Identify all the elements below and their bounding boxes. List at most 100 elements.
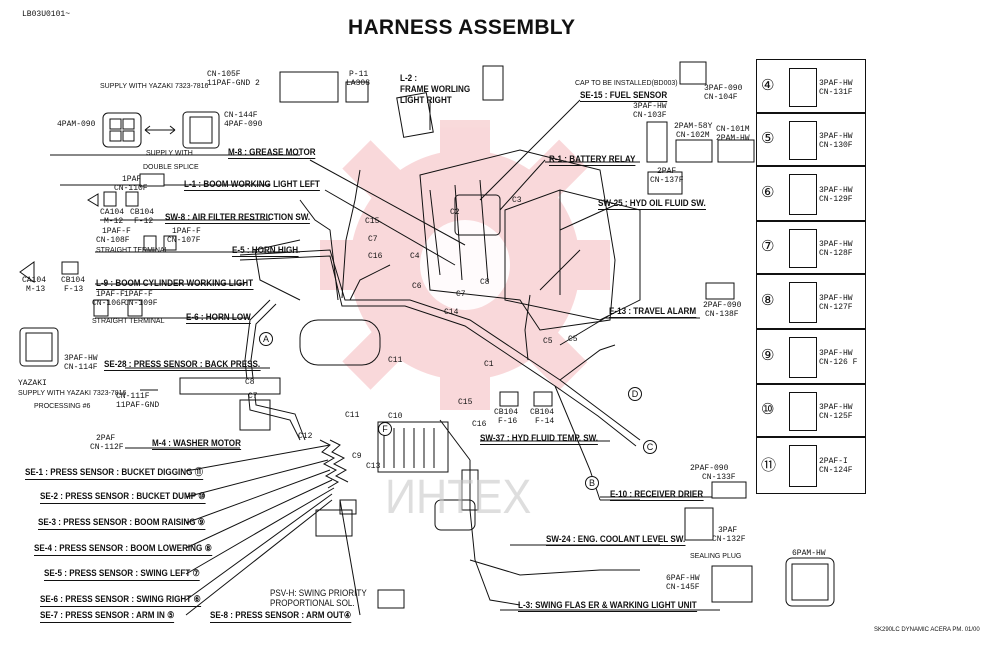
row-number: ⑪ — [761, 456, 777, 474]
m4-label: M-4 : WASHER MOTOR — [152, 438, 241, 450]
part-callout: C11 — [345, 411, 360, 420]
row-number: ⑧ — [761, 290, 775, 309]
straight-terminal-1: STRAIGHT TERMINAL — [96, 247, 169, 254]
e13-label: E-13 : TRAVEL ALARM — [609, 306, 697, 318]
part-callout: C15 — [458, 398, 473, 407]
part-callout: C10 — [388, 412, 403, 421]
paf1-f-108: 1PAF-F — [102, 227, 131, 236]
gnd2-label: 11PAF-GND 2 — [207, 79, 260, 88]
letter-a: A — [259, 332, 273, 346]
cn137f-label: CN-137F — [650, 176, 684, 185]
l2-line2: LIGHT RIGHT — [400, 95, 452, 105]
row-cn: CN-128F — [819, 248, 853, 258]
row-cn: CN-129F — [819, 194, 853, 204]
letter-d: D — [628, 387, 642, 401]
paf6-hw: 6PAF-HW — [666, 574, 700, 583]
cb104-1: CB104 — [130, 208, 155, 217]
paf4-label: 4PAF-090 — [224, 120, 263, 129]
paf2-090-133: 2PAF-090 — [690, 464, 729, 473]
cn111f-label: CN-111F — [116, 392, 150, 401]
la308-label: LA308 — [346, 79, 371, 88]
letter-b: B — [585, 476, 599, 490]
sw37-label: SW-37 : HYD FLUID TEMP. SW. — [480, 433, 599, 445]
paf3-090-top: 3PAF-090 — [704, 84, 743, 93]
pam4-label: 4PAM-090 — [57, 120, 96, 129]
sensor-num: ⑧ — [204, 543, 212, 553]
row-cn: CN-125F — [819, 411, 853, 421]
row-cn: CN-127F — [819, 302, 853, 312]
sensor-label: SE-3 : PRESS SENSOR : BOOM RAISING — [38, 517, 196, 527]
se8-label: SE-8 : PRESS SENSOR : ARM OUT④ — [210, 610, 352, 623]
row-connector — [789, 229, 817, 268]
sensor-se5: SE-5 : PRESS SENSOR : SWING LEFT ⑦ — [44, 568, 200, 581]
part-callout: C4 — [410, 252, 420, 261]
paf3-132: 3PAF — [718, 526, 738, 535]
part-callout: C6 — [412, 282, 422, 291]
cn103f-label: CN-103F — [633, 111, 667, 120]
sensor-se7: SE-7 : PRESS SENSOR : ARM IN ⑤ — [40, 610, 175, 623]
m12-label: M-12 — [104, 217, 124, 226]
cn105f-label: CN-105F — [207, 70, 241, 79]
pam2-hw: 2PAM-HW — [716, 134, 750, 143]
sensor-se6: SE-6 : PRESS SENSOR : SWING RIGHT ⑥ — [40, 594, 201, 607]
paf1-f-106: 1PAF-F — [96, 290, 125, 299]
supply-note-2: SUPPLY WITH YAZAKI 7323-7816 — [18, 390, 127, 397]
row-type: 3PAF-HW — [819, 131, 853, 141]
cn145f-label: CN-145F — [666, 583, 700, 592]
letter-f: F — [378, 422, 392, 436]
psv-line1: PSV-H: SWING PRIORITY — [270, 588, 367, 598]
sensor-label: SE-7 : PRESS SENSOR : ARM IN — [40, 610, 165, 620]
row-connector — [789, 174, 817, 215]
l2-code: L-2 : — [400, 73, 418, 83]
sensor-num: ⑪ — [194, 467, 203, 477]
row-number: ⑨ — [761, 345, 775, 364]
cn101m-label: CN-101M — [716, 125, 750, 134]
row-connector — [789, 282, 817, 323]
paf1-110: 1PAF — [122, 175, 142, 184]
part-callout: C3 — [512, 196, 522, 205]
sensor-label: SE-5 : PRESS SENSOR : SWING LEFT — [44, 568, 191, 578]
ca104-2: CA104 — [22, 276, 47, 285]
cn108f-label: CN-108F — [96, 236, 130, 245]
row-type: 3PAF-HW — [819, 78, 853, 88]
part-callout: C16 — [368, 252, 383, 261]
cn110f-label: CN-110F — [114, 184, 148, 193]
sensor-label: SE-1 : PRESS SENSOR : BUCKET DIGGING — [25, 467, 193, 477]
sensor-num: ⑥ — [193, 594, 201, 604]
sealing-plug-note: SEALING PLUG — [690, 553, 742, 560]
pam6-hw: 6PAM-HW — [792, 549, 826, 558]
page-title: HARNESS ASSEMBLY — [348, 16, 576, 39]
part-callout: C14 — [444, 308, 459, 317]
part-callout: C16 — [472, 420, 487, 429]
footer-code: SK290LC DYNAMIC ACERA PM. 01/00 — [874, 627, 980, 633]
cn138f-label: CN-138F — [705, 310, 739, 319]
part-callout: C8 — [480, 278, 490, 287]
row-connector — [789, 337, 817, 378]
sensor-se1: SE-1 : PRESS SENSOR : BUCKET DIGGING ⑪ — [25, 465, 203, 480]
paf2-112: 2PAF — [96, 434, 116, 443]
row-connector — [789, 445, 817, 487]
row-type: 3PAF-HW — [819, 239, 853, 249]
e5-label: E-5 : HORN HIGH — [232, 245, 299, 257]
cb104-2: CB104 — [61, 276, 86, 285]
row-cn: CN-126 F — [819, 357, 858, 367]
cn133f-label: CN-133F — [702, 473, 736, 482]
se28-label: SE-28 : PRESS SENSOR : BACK PRESS. — [104, 359, 261, 371]
l9-label: L-9 : BOOM CYLINDER WORKING LIGHT — [96, 278, 254, 290]
watermark-gear-hole — [420, 220, 510, 310]
cn132f-label: CN-132F — [712, 535, 746, 544]
sensor-num: ⑩ — [198, 491, 206, 501]
cn144f-label: CN-144F — [224, 111, 258, 120]
paf1-f-107: 1PAF-F — [172, 227, 201, 236]
part-callout: C2 — [450, 208, 460, 217]
sensor-se3: SE-3 : PRESS SENSOR : BOOM RAISING ⑨ — [38, 517, 206, 530]
supply-note-1: SUPPLY WITH YAZAKI 7323-7816 — [100, 83, 209, 90]
part-callout: C11 — [388, 356, 403, 365]
row-number: ⑥ — [761, 182, 775, 201]
